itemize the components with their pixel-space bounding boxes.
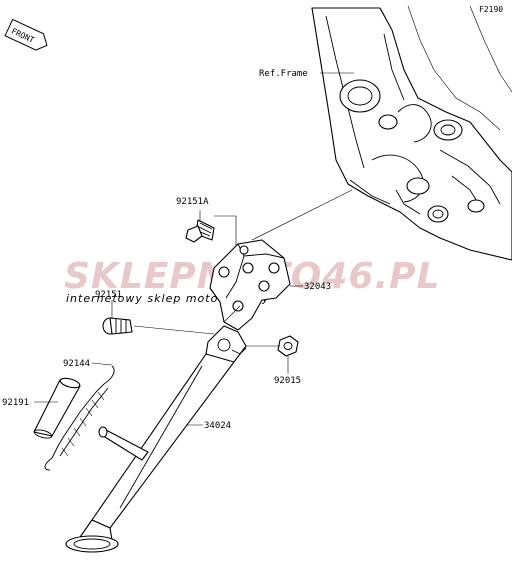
figure-code: F2190: [479, 5, 503, 14]
frame-illustration: [311, 5, 512, 261]
part-label-92151: 92151: [95, 290, 122, 300]
assembly-lines: [133, 189, 353, 347]
part-label-34024: 34024: [204, 421, 231, 431]
frame-ref-label: Ref.Frame: [259, 69, 308, 79]
spring-92144: [44, 365, 115, 471]
bracket-32043: [209, 239, 291, 331]
watermark-brand-46: 46: [321, 256, 374, 297]
part-label-92015: 92015: [274, 376, 301, 386]
part-labels: 92151A 32043 92151 92144 92191 92015 340…: [2, 197, 331, 431]
bolt-92151a: [185, 219, 215, 243]
front-direction-arrow: FRONT: [4, 18, 48, 51]
watermark-brand-sklep: SKLEP: [64, 256, 197, 297]
watermark-brand-tld: .PL: [374, 256, 440, 297]
part-label-92191: 92191: [2, 398, 29, 408]
part-label-92151a: 92151A: [176, 197, 209, 207]
nut-92015: [277, 335, 299, 357]
bolt-92151: [102, 317, 133, 335]
side-stand-34024: [65, 325, 247, 553]
part-label-92144: 92144: [63, 359, 90, 369]
part-label-32043: 32043: [304, 282, 331, 292]
cover-tube-92191: [33, 377, 81, 439]
